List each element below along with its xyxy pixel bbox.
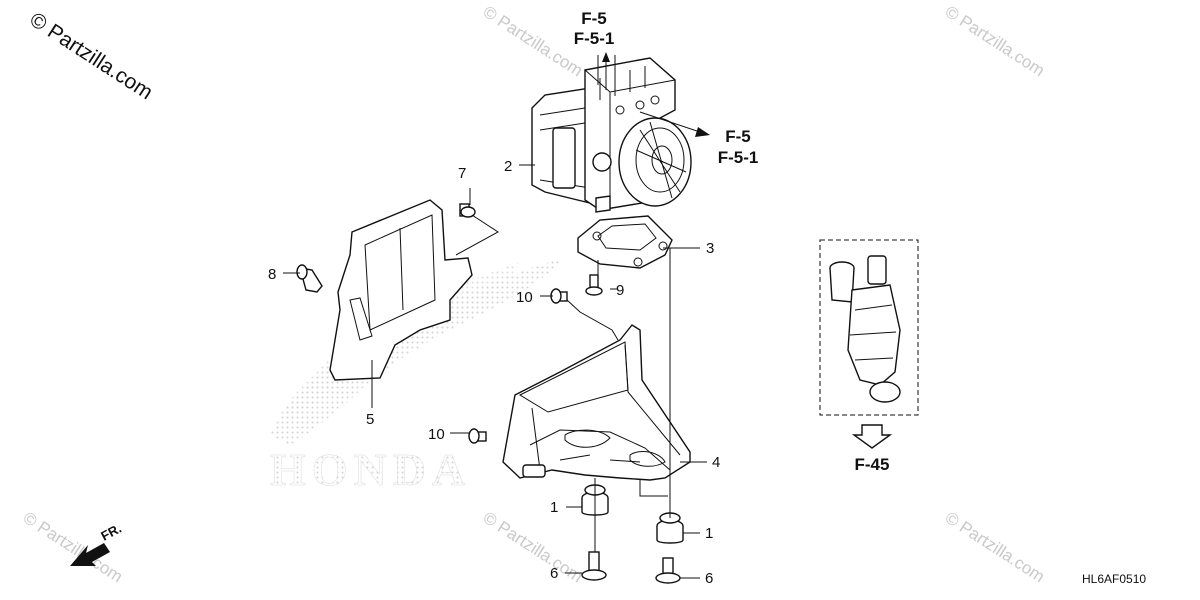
- upper-bracket-part-3: [577, 215, 673, 269]
- reference-arrow-top: [602, 52, 610, 90]
- callout-1-left: 1: [550, 499, 558, 516]
- bolt-part-9: [585, 274, 603, 296]
- bolt-part-7: [459, 203, 476, 218]
- honda-brand-text: HONDA: [270, 444, 471, 495]
- callout-3: 3: [706, 240, 714, 257]
- callout-6-right: 6: [705, 570, 713, 587]
- front-marker-label: FR.: [98, 521, 124, 544]
- rubber-mount-part-1-right: [656, 512, 684, 544]
- collar-bolt-part-6-left: [581, 551, 607, 581]
- mounting-bracket-part-4: [502, 324, 691, 481]
- front-arrow-icon: [70, 543, 110, 566]
- callout-1-right: 1: [705, 525, 713, 542]
- inset-box: [819, 239, 919, 416]
- ref-right-line2[interactable]: F-5-1: [718, 148, 759, 167]
- inset-down-arrow: [851, 424, 893, 449]
- diagram-code: HL6AF0510: [1082, 572, 1146, 586]
- callout-9: 9: [616, 282, 624, 299]
- bolt-part-10-lower: [468, 428, 487, 444]
- screw-part-8: [296, 264, 323, 293]
- callout-10-upper: 10: [516, 289, 533, 306]
- ref-top-line1[interactable]: F-5: [581, 9, 607, 28]
- callout-2: 2: [504, 158, 512, 175]
- callout-4: 4: [712, 454, 720, 471]
- bolt-part-10-upper: [550, 288, 568, 304]
- callout-5: 5: [366, 411, 374, 428]
- ref-right-line1[interactable]: F-5: [725, 127, 751, 146]
- front-direction-marker: FR.: [70, 521, 124, 566]
- cover-part-5: [329, 199, 473, 381]
- callout-8: 8: [268, 266, 276, 283]
- ref-inset[interactable]: F-45: [855, 455, 890, 474]
- callout-10-lower: 10: [428, 426, 445, 443]
- collar-bolt-part-6-right: [655, 557, 681, 584]
- reference-arrow-right: [639, 111, 710, 137]
- leader-lines: [283, 55, 707, 579]
- abs-modulator-part-2: [531, 57, 692, 213]
- callout-7: 7: [458, 165, 466, 182]
- ref-top-line2[interactable]: F-5-1: [574, 29, 615, 48]
- callout-6-left: 6: [550, 565, 558, 582]
- inset-sensor-assembly: [829, 255, 901, 403]
